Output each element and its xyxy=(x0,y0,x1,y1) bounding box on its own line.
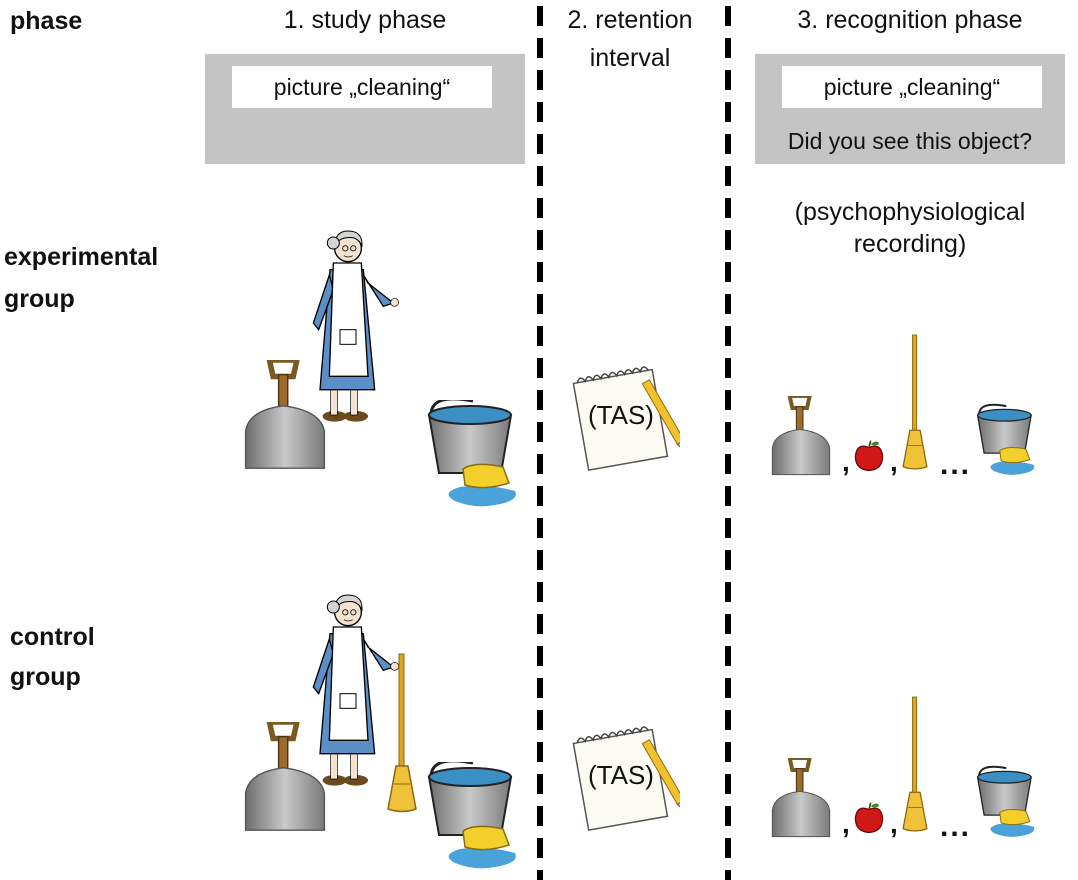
recognition-picture-label: picture „cleaning“ xyxy=(782,66,1042,108)
ellipsis: ... xyxy=(940,448,972,481)
comma: , xyxy=(890,808,898,839)
apple-icon xyxy=(854,801,884,834)
retention-interval-header-line1: 2. retention xyxy=(567,6,693,34)
psychophysiological-recording-note-line1: (psychophysiological xyxy=(794,198,1026,226)
phase-row-label: phase xyxy=(10,7,83,35)
comma: , xyxy=(842,446,850,477)
recognition-question: Did you see this object? xyxy=(787,128,1033,154)
ellipsis: ... xyxy=(940,810,972,843)
broom-icon xyxy=(902,334,928,470)
study-picture-label: picture „cleaning“ xyxy=(232,66,492,108)
control-group-label-line1: control xyxy=(10,623,95,651)
experimental-group-label-line2: group xyxy=(4,285,75,313)
broom-icon xyxy=(902,696,928,832)
psychophysiological-recording-note-line2: recording) xyxy=(853,230,967,258)
bucket-with-sponge-icon xyxy=(427,400,518,508)
separator-study-retention xyxy=(537,6,543,880)
study-phase-header: 1. study phase xyxy=(283,6,447,34)
experimental-group-label-line1: experimental xyxy=(4,243,159,271)
retention-interval-header-line2: interval xyxy=(589,44,671,72)
shovel-icon xyxy=(770,758,832,838)
comma: , xyxy=(842,808,850,839)
bucket-with-sponge-icon xyxy=(976,403,1036,476)
apple-icon xyxy=(854,439,884,472)
separator-retention-recognition xyxy=(725,6,731,880)
shovel-icon xyxy=(770,396,832,476)
tas-questionnaire-label: (TAS) xyxy=(588,760,654,790)
recognition-stimulus-panel: picture „cleaning“ Did you see this obje… xyxy=(755,54,1065,164)
study-stimulus-panel: picture „cleaning“ xyxy=(205,54,525,164)
shovel-icon xyxy=(240,360,330,470)
bucket-with-sponge-icon xyxy=(427,762,518,870)
bucket-with-sponge-icon xyxy=(976,765,1036,838)
recognition-phase-header: 3. recognition phase xyxy=(797,6,1023,34)
broom-icon xyxy=(387,653,417,813)
tas-questionnaire-label: (TAS) xyxy=(588,400,654,430)
shovel-icon xyxy=(240,722,330,832)
control-group-label-line2: group xyxy=(10,663,81,691)
comma: , xyxy=(890,446,898,477)
